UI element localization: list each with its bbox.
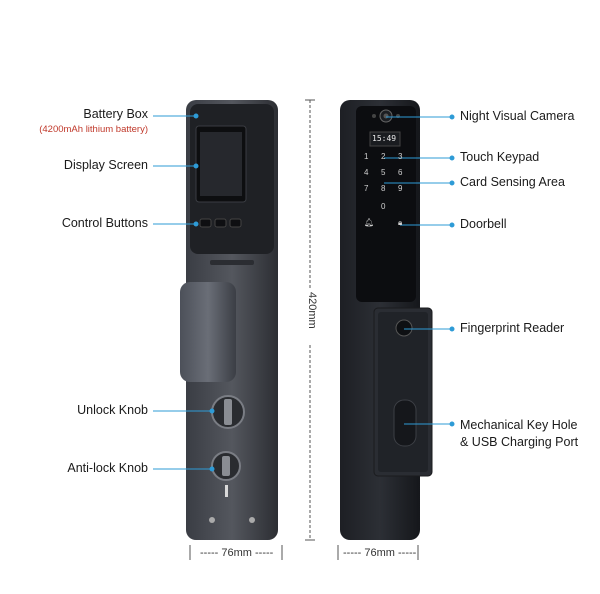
key-4[interactable]: 4 [364,168,369,177]
label-display-screen: Display Screen [63,158,148,172]
fingerprint-sensor [395,319,413,337]
label-battery-box: Battery Box [83,107,148,121]
label-doorbell: Doorbell [460,217,507,231]
screen-time: 15:49 [372,134,397,143]
dimension-lines [189,99,419,560]
label-control-buttons: Control Buttons [61,216,148,230]
key-0[interactable]: 0 [381,202,386,211]
keypad[interactable]: 1 2 3 4 5 6 7 8 9 🔔︎ 0 🔒︎ [364,152,410,242]
label-night-camera: Night Visual Camera [460,109,575,123]
key-9[interactable]: 9 [398,184,403,193]
lock-icon[interactable]: 🔒︎ [398,218,403,227]
height-dimension: 420mm [306,292,318,329]
touch-panel [356,106,416,302]
label-key-hole-1: Mechanical Key Hole [460,418,578,432]
label-touch-keypad: Touch Keypad [460,150,540,164]
key-3[interactable]: 3 [398,152,403,161]
back-panel [180,100,278,540]
key-7[interactable]: 7 [364,184,369,193]
key-hole-cover [393,399,417,447]
handle [180,282,236,382]
label-anti-lock-knob: Anti-lock Knob [67,461,148,475]
label-unlock-knob: Unlock Knob [77,403,148,417]
annotation-lines [153,113,455,472]
key-8[interactable]: 8 [381,184,386,193]
bell-icon[interactable]: 🔔︎ [364,218,375,227]
control-buttons [199,218,242,228]
width-dimension-right: ----- 76mm ----- [343,547,417,559]
label-key-hole-2: & USB Charging Port [460,435,579,449]
width-dimension-left: ----- 76mm ----- [200,547,274,559]
label-fingerprint: Fingerprint Reader [460,321,565,335]
label-card-sensing: Card Sensing Area [460,175,565,189]
key-5[interactable]: 5 [381,168,386,177]
label-battery-note: (4200mAh lithium battery) [39,124,148,135]
front-panel [340,100,433,540]
key-6[interactable]: 6 [398,168,403,177]
key-2[interactable]: 2 [381,152,386,161]
key-1[interactable]: 1 [364,152,369,161]
